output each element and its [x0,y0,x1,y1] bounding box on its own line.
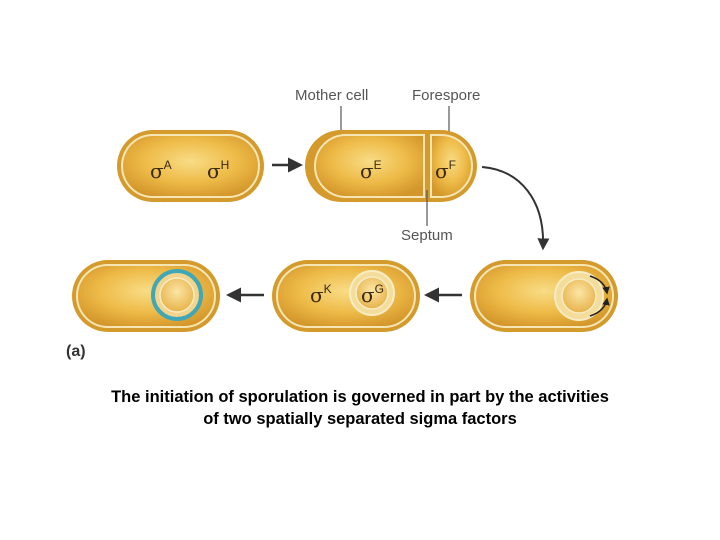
sigma-f-label: σF [435,158,456,183]
caption-line-2: of two spatially separated sigma factors [203,410,517,428]
forespore-cell: σK σG [272,260,420,332]
figure-caption: The initiation of sporulation is governe… [40,386,680,430]
mother-cell-label: Mother cell [295,87,368,104]
vegetative-cell: σA σH [117,130,264,202]
divided-cell: σE σF [305,130,477,202]
sigma-g-label: σG [361,282,384,307]
sigma-h-label: σH [207,158,229,183]
mature-spore-cell [72,260,220,332]
engulfing-cell [470,260,618,332]
caption-line-1: The initiation of sporulation is governe… [111,388,609,406]
sigma-e-label: σE [360,158,382,183]
sigma-k-label: σK [310,282,332,307]
sporulation-diagram: Mother cell Forespore σA σH σE σF Septum [66,87,618,360]
panel-label: (a) [66,343,86,360]
forespore-label: Forespore [412,87,480,104]
septum-label: Septum [401,227,453,244]
sigma-a-label: σA [150,158,172,183]
curved-arrow [481,166,550,251]
